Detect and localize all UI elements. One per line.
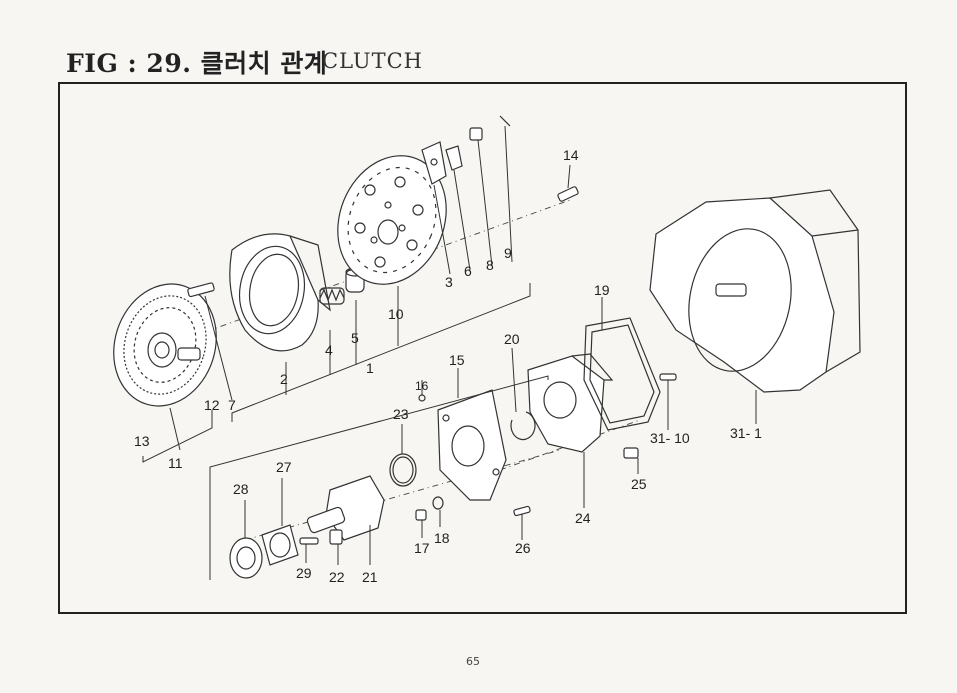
callout-12: 12 [204, 397, 220, 413]
callout-14: 14 [563, 147, 579, 163]
clutch-cover [229, 233, 331, 352]
callout-15: 15 [449, 352, 465, 368]
callout-6: 6 [464, 263, 472, 279]
callout-11: 11 [168, 455, 183, 471]
callout-31-1: 31- 1 [730, 425, 762, 441]
bolt-29 [299, 537, 319, 545]
bolt-25 [623, 447, 639, 459]
drive-plate [337, 155, 447, 285]
callout-5: 5 [351, 330, 359, 346]
callout-26: 26 [515, 540, 531, 556]
callout-7: 7 [228, 397, 236, 413]
callout-20: 20 [504, 331, 520, 347]
callout-31-10: 31- 10 [650, 430, 690, 446]
bolt-16 [418, 394, 426, 402]
figure-title: FIG : 29. 클러치 관계 [66, 49, 328, 78]
callout-1: 1 [366, 360, 374, 376]
plate-6 [445, 145, 463, 171]
callout-17: 17 [414, 540, 430, 556]
o-ring-23 [389, 453, 417, 487]
callout-27: 27 [276, 459, 292, 475]
release-bearing [229, 537, 263, 579]
callout-13: 13 [134, 433, 150, 449]
gasket-19 [583, 317, 661, 431]
callout-22: 22 [329, 569, 345, 585]
clutch-disc [113, 283, 217, 407]
callout-25: 25 [631, 476, 647, 492]
front-cover [437, 389, 507, 501]
callout-21: 21 [362, 569, 378, 585]
diagram-frame [58, 82, 907, 614]
bearing-carrier [261, 524, 299, 566]
callout-4: 4 [325, 342, 333, 358]
callout-23: 23 [393, 406, 409, 422]
bolt-7 [187, 282, 215, 298]
pin-9 [499, 115, 511, 127]
callout-9: 9 [504, 245, 512, 261]
callout-16: 16 [415, 379, 429, 393]
callout-10: 10 [388, 306, 404, 322]
snap-ring-20 [510, 411, 536, 441]
callout-18: 18 [434, 530, 450, 546]
callout-labels: 1 2 3 4 5 6 7 8 9 10 11 12 13 14 15 16 1… [134, 147, 762, 585]
callout-24: 24 [575, 510, 591, 526]
callout-19: 19 [594, 282, 610, 298]
figure-subtitle: CLUTCH [322, 49, 423, 73]
leader-lines [142, 125, 757, 580]
sleeve-21 [306, 475, 385, 541]
washer-18 [432, 496, 444, 510]
callout-29: 29 [296, 565, 312, 581]
callout-28: 28 [233, 481, 249, 497]
callout-3: 3 [445, 274, 453, 290]
nut-17 [415, 509, 427, 521]
clutch-housing [527, 353, 614, 453]
flywheel-housing [649, 189, 861, 393]
spring-4 [319, 287, 345, 305]
nut-8 [469, 127, 483, 141]
callout-2: 2 [280, 371, 288, 387]
page-number: 65 [466, 655, 480, 668]
bracket-3 [421, 141, 447, 185]
bolt-14 [557, 186, 579, 202]
bolt-31-10 [659, 373, 677, 381]
bolt-22 [329, 529, 343, 545]
pin-26 [513, 505, 531, 517]
callout-8: 8 [486, 257, 494, 273]
